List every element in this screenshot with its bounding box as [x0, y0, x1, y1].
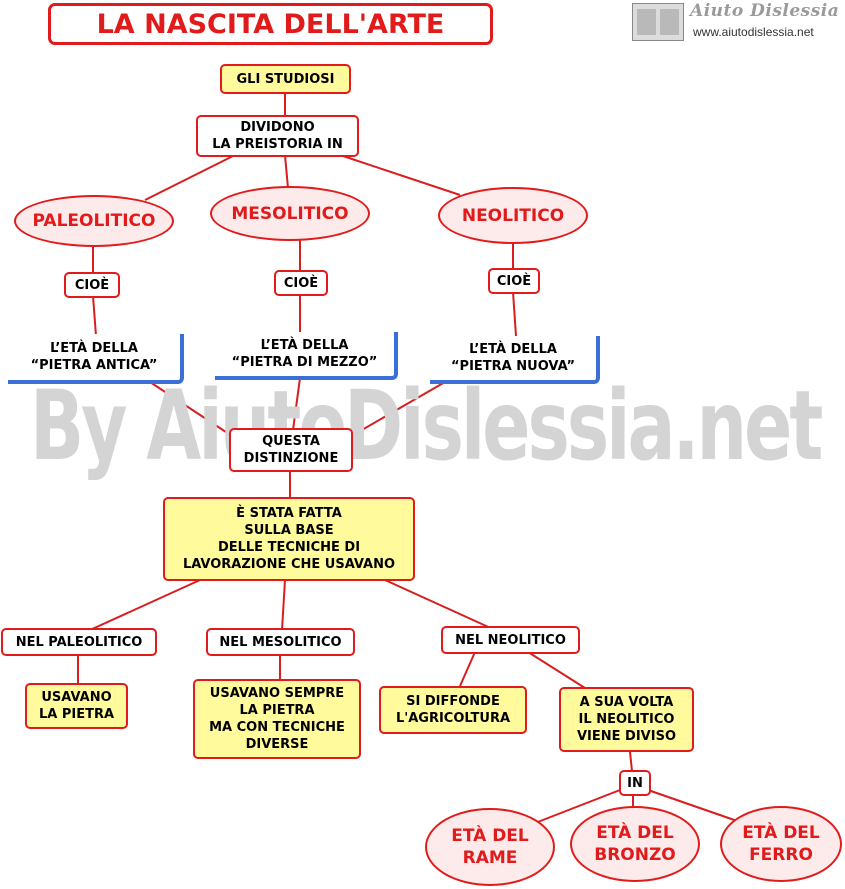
node-eta-rame: ETÀ DEL RAME [425, 808, 555, 886]
node-eta-ferro: ETÀ DEL FERRO [720, 806, 842, 882]
node-usavano-pietra: USAVANO LA PIETRA [25, 683, 128, 729]
book-logo-icon [632, 3, 684, 41]
node-neolitico: NEOLITICO [438, 187, 588, 244]
node-agricoltura: SI DIFFONDE L'AGRICOLTURA [379, 686, 527, 734]
node-questa-distinzione: QUESTA DISTINZIONE [229, 428, 353, 472]
node-paleolitico: PALEOLITICO [14, 195, 174, 247]
node-nel-paleolitico: NEL PALEOLITICO [1, 628, 157, 656]
node-pietra-antica: L’ETÀ DELLA “PIETRA ANTICA” [8, 334, 184, 384]
node-mesolitico: MESOLITICO [210, 186, 370, 241]
node-cioe-1: CIOÈ [64, 272, 120, 298]
node-nel-neolitico: NEL NEOLITICO [441, 626, 580, 654]
link-in-rame [529, 789, 621, 826]
link-nuova-distinzione [347, 381, 446, 439]
node-dividono: DIVIDONO LA PREISTORIA IN [196, 115, 359, 157]
link-dividono-neolitico [339, 154, 461, 196]
node-stata-fatta: È STATA FATTA SULLA BASE DELLE TECNICHE … [163, 497, 415, 581]
link-suavolta-in [629, 751, 633, 772]
link-cioe3-nuova [512, 291, 517, 337]
link-nelneo-agricoltura [459, 651, 476, 687]
node-in: IN [619, 770, 651, 796]
node-pietra-nuova: L’ETÀ DELLA “PIETRA NUOVA” [430, 336, 600, 384]
node-usavano-sempre: USAVANO SEMPRE LA PIETRA MA CON TECNICHE… [193, 679, 361, 759]
link-dividono-mesolitico [284, 154, 289, 189]
link-fatta-nelpaleo [89, 579, 201, 631]
logo-url[interactable]: www.aiutodislessia.net [693, 25, 814, 39]
page-title: LA NASCITA DELL'ARTE [48, 3, 493, 45]
link-nelneo-suavolta [527, 651, 586, 689]
node-cioe-2: CIOÈ [274, 270, 328, 296]
link-in-ferro [647, 789, 741, 823]
link-cioe1-antica [92, 295, 97, 337]
node-eta-bronzo: ETÀ DEL BRONZO [570, 806, 700, 882]
logo-name: Aiuto Dislessia [690, 1, 840, 21]
watermark: By AiutoDislessia.net [30, 370, 823, 482]
link-fatta-nelmeso [281, 579, 286, 631]
site-logo[interactable]: Aiuto Dislessia www.aiutodislessia.net [630, 0, 840, 44]
node-nel-mesolitico: NEL MESOLITICO [206, 628, 355, 656]
node-gli-studiosi: GLI STUDIOSI [220, 64, 351, 94]
link-dividono-paleolitico [144, 154, 236, 201]
node-a-sua-volta: A SUA VOLTA IL NEOLITICO VIENE DIVISO [559, 687, 694, 752]
node-cioe-3: CIOÈ [488, 268, 540, 294]
link-fatta-nelneo [384, 579, 496, 631]
node-pietra-mezzo: L’ETÀ DELLA “PIETRA DI MEZZO” [215, 332, 398, 380]
link-mezzo-distinzione [292, 377, 301, 431]
link-antica-distinzione [149, 381, 236, 439]
